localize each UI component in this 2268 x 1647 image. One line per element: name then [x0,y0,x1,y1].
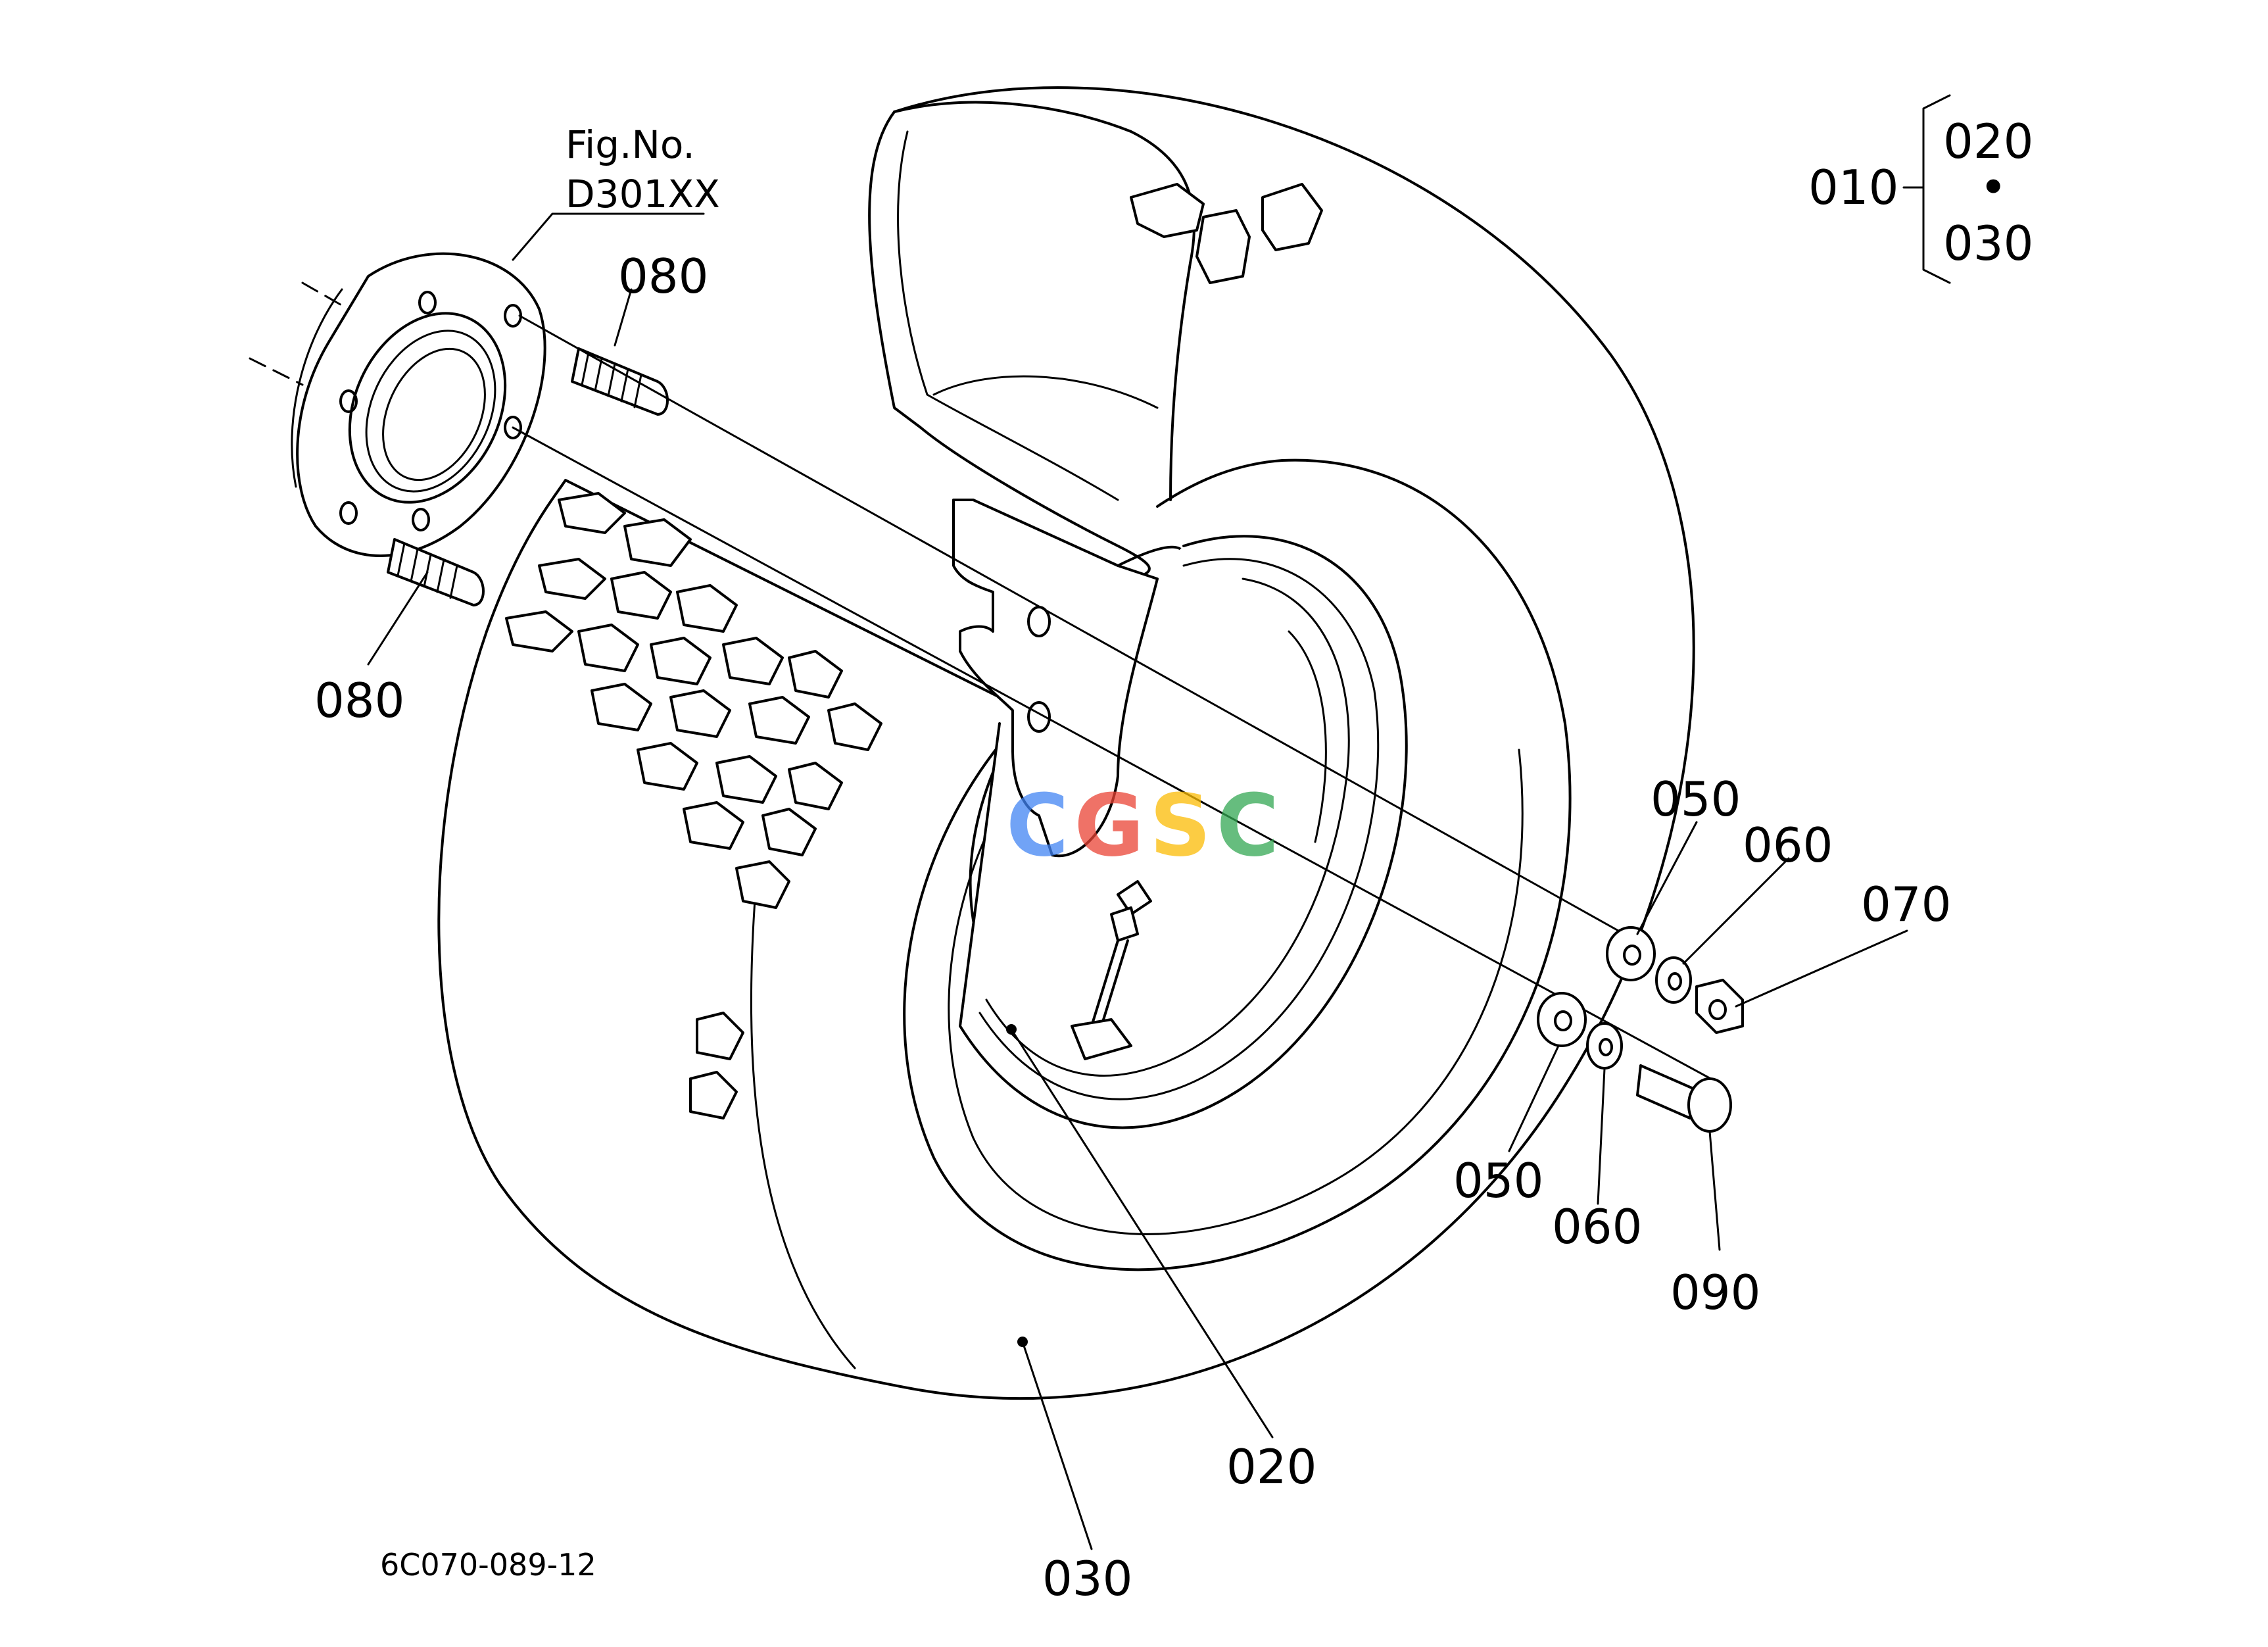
leader-070 [1735,929,1908,1008]
leader-060-top [1682,857,1790,965]
callout-090: 090 [1670,1265,1760,1320]
stud-upper [571,347,669,416]
washer-flat-upper [1606,926,1656,981]
rim-well [985,578,1350,1077]
callout-020: 020 [1226,1439,1316,1494]
callout-060-bottom: 060 [1552,1199,1642,1254]
leader-050-bottom [1508,1045,1560,1152]
callout-050-top: 050 [1651,772,1741,827]
hub-hole-3 [504,416,522,439]
hub-hole-4 [339,389,358,413]
axle-centerline-lower [249,357,304,386]
leader-080-left [367,571,429,666]
leader-030 [1021,1340,1093,1550]
hub-flange [249,252,546,557]
tire-sidewall-ridge [948,749,1524,1235]
fig-ref-line2: D301XX [566,172,720,216]
assembly-key-child-b: 030 [1943,216,2033,271]
callout-070: 070 [1861,877,1951,932]
stud-lower [387,538,485,606]
hub-hole-5 [339,501,358,525]
bolt [1636,1064,1732,1133]
washer-spring-lower [1586,1022,1623,1069]
fig-ref-line1: Fig.No. [566,122,695,167]
assembly-key: 010 020 • 030 [1808,94,2033,284]
washer-spring-upper [1655,956,1692,1004]
rim-bolt-hole-lower [1027,701,1051,733]
assembly-key-dot: • [1979,160,2007,215]
leader-lines [367,212,1908,1550]
leader-020 [1010,1028,1274,1438]
assembly-line-upper [518,314,1626,935]
callout-080-top: 080 [618,249,708,304]
assembly-key-parent: 010 [1808,160,1898,215]
hub-bore-seal [382,347,486,481]
tread-lugs-top [1130,183,1323,284]
callout-050-bottom: 050 [1453,1153,1543,1208]
leader-020-dot [1006,1024,1017,1035]
callout-080-left: 080 [314,673,404,728]
washer-flat-lower [1537,992,1587,1047]
tire-sidewall-inner [903,458,1572,1271]
hub-hole-6 [412,508,430,531]
leader-050-top [1636,821,1698,935]
watermark-letter-2: G [1074,775,1149,875]
assembly-key-child-a: 020 [1943,114,2033,169]
rim-flange-inner [978,558,1380,1100]
callout-060-top: 060 [1743,818,1833,873]
leader-fig-ref [512,212,705,261]
assembly-line-lower [512,426,1724,1087]
leader-090 [1708,1130,1721,1251]
rim [952,499,1408,1129]
watermark-letter-4: C [1217,775,1284,875]
rim-disc-plate [952,499,1159,858]
watermark-letter-1: C [1006,775,1074,875]
leader-030-dot [1017,1337,1028,1347]
hub-hole-1 [418,291,437,314]
leader-080-top [614,288,633,347]
leader-060-bottom [1597,1068,1606,1205]
tire-inner-liner [897,130,1159,501]
valve-stem [1071,880,1152,1060]
tire-tread-centerline [750,880,856,1369]
hub-bore-outer [348,312,507,504]
watermark-letter-3: S [1149,775,1217,875]
hub-bore-inner [365,330,496,493]
rim-bead-seat [1288,630,1327,843]
nut [1695,979,1744,1034]
drawing-code: 6C070-089-12 [380,1547,596,1583]
watermark: CGSC [1006,775,1284,875]
axle-centerline-upper [301,282,350,310]
tread-lugs-left [505,492,882,1119]
callout-030: 030 [1042,1551,1132,1606]
assembly-key-bracket [1902,94,1951,284]
